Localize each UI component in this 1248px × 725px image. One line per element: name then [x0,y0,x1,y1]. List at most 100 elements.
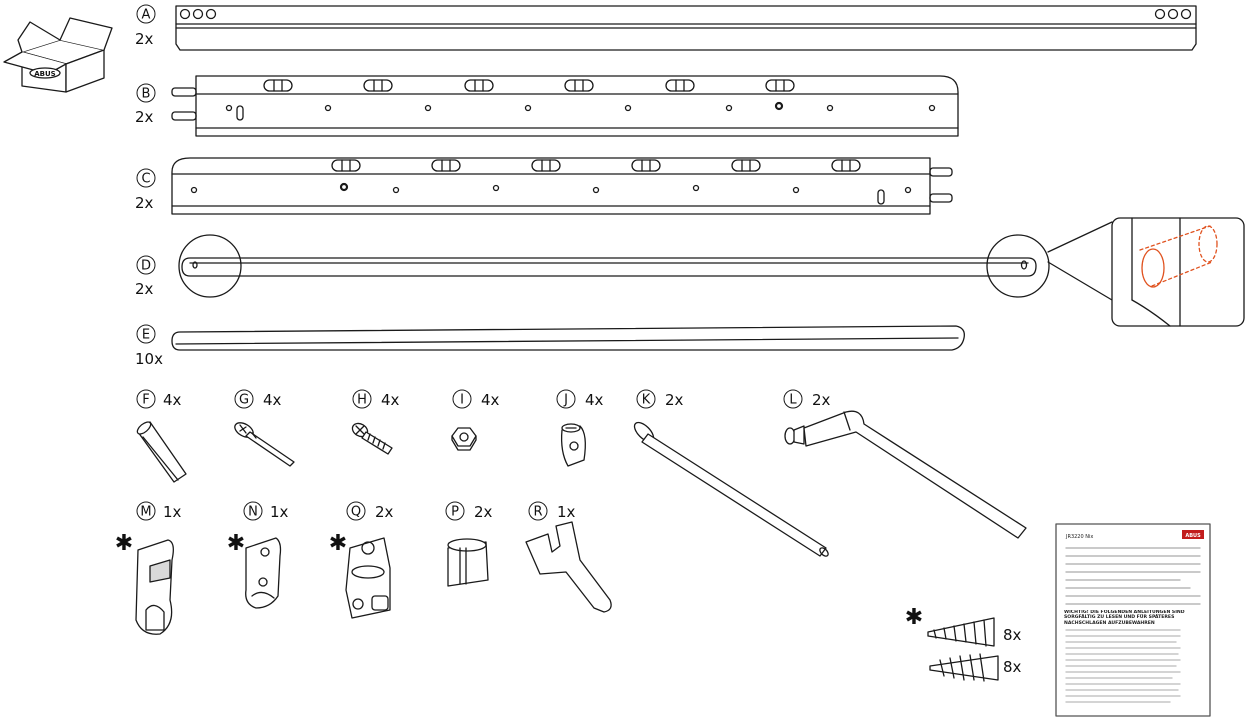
part-letter-circle [136,501,156,521]
part-letter-circle [243,501,263,521]
part-letter: C [141,172,150,187]
wall-screws [927,617,995,647]
part-quantity: 1x [557,503,576,521]
part-letter: K [642,393,651,408]
mounting-asterisk: ✱ [329,531,347,556]
part-label-k: K 2x [636,389,684,409]
part-letter-circle [136,168,156,188]
part-b-rail [171,75,959,137]
part-letter: A [142,8,151,23]
part-d-tube [178,217,1245,327]
part-quantity: 2x [812,391,831,409]
part-quantity: 2x [135,108,154,126]
part-quantity: 2x [135,280,154,298]
part-letter-circle [136,255,156,275]
instruction-manual-thumbnail [1055,523,1211,717]
part-letter-circle [136,4,156,24]
part-label-m: M 1x [136,501,182,521]
part-letter-circle [452,389,472,409]
part-letter-circle [136,324,156,344]
part-letter: J [563,393,568,408]
screws-quantity: 8x [1003,626,1022,644]
part-label-c: C 2x [135,168,156,212]
part-h-screw [351,422,393,455]
box-icon [3,17,113,93]
part-letter-circle [352,389,372,409]
wall-dowels [929,653,999,682]
part-r-wrench [525,521,612,613]
part-letter: L [789,393,797,408]
dowels-quantity: 8x [1003,658,1022,676]
part-quantity: 1x [270,503,289,521]
part-label-j: J 4x [556,389,604,409]
part-letter: Q [351,505,361,520]
part-label-a: A 2x [135,4,156,48]
part-label-b: B 2x [135,83,156,126]
part-label-r: R 1x [528,501,576,521]
part-label-i: I 4x [452,389,500,409]
part-letter-circle [636,389,656,409]
part-letter: B [142,87,151,102]
part-quantity: 2x [375,503,394,521]
part-quantity: 4x [263,391,282,409]
part-p-sleeve [447,538,489,587]
part-quantity: 2x [665,391,684,409]
part-letter: M [140,505,151,520]
part-q-clamp [345,537,391,619]
manual-brand: ABUS [1185,533,1201,539]
part-quantity: 2x [135,30,154,48]
manual-model: JR3220 Nix [1065,534,1093,540]
part-letter: F [142,393,149,408]
part-letter-circle [528,501,548,521]
part-letter-circle [234,389,254,409]
part-label-l: L 2x [783,389,831,409]
part-letter-circle [556,389,576,409]
part-quantity: 4x [481,391,500,409]
part-quantity: 2x [135,194,154,212]
part-letter: P [451,505,459,520]
part-letter-circle [346,501,366,521]
part-letter-circle [445,501,465,521]
part-j-barrel-nut [560,423,586,467]
part-letter: I [460,393,464,408]
part-letter: G [239,393,249,408]
manual-heading: WICHTIG! DIE FOLGENDEN ANLEITUNGEN SIND … [1064,610,1185,626]
mounting-asterisk: ✱ [905,605,923,630]
part-g-bolt [234,422,295,467]
part-quantity: 1x [163,503,182,521]
part-letter-circle [136,389,156,409]
part-c-rail [171,157,953,215]
part-letter-circle [136,83,156,103]
part-label-q: Q 2x [346,501,394,521]
part-label-n: N 1x [243,501,289,521]
part-letter: E [142,328,150,343]
part-quantity: 4x [585,391,604,409]
part-a-rail [175,5,1197,51]
part-label-e: E 10x [135,324,163,368]
part-label-p: P 2x [445,501,493,521]
part-quantity: 4x [163,391,182,409]
box-logo-text: ABUS [34,70,55,78]
part-quantity: 4x [381,391,400,409]
part-letter: R [533,505,542,520]
manual-heading-wrap: WICHTIG! DIE FOLGENDEN ANLEITUNGEN SIND … [1064,610,1185,626]
part-l-handle [784,410,1027,539]
part-e-bar [171,325,965,351]
part-quantity: 10x [135,350,163,368]
part-label-d: D2x [135,255,156,298]
part-letter: N [248,505,258,520]
part-i-nut [451,427,477,451]
part-letter: H [357,393,367,408]
part-label-g: G 4x [234,389,282,409]
part-label-h: H 4x [352,389,400,409]
part-f-pin [136,421,187,483]
mounting-asterisk: ✱ [115,531,133,556]
part-letter-circle [783,389,803,409]
part-label-f: F 4x [136,389,182,409]
part-quantity: 2x [474,503,493,521]
part-m-bracket [135,539,174,635]
part-k-rod [633,421,829,557]
